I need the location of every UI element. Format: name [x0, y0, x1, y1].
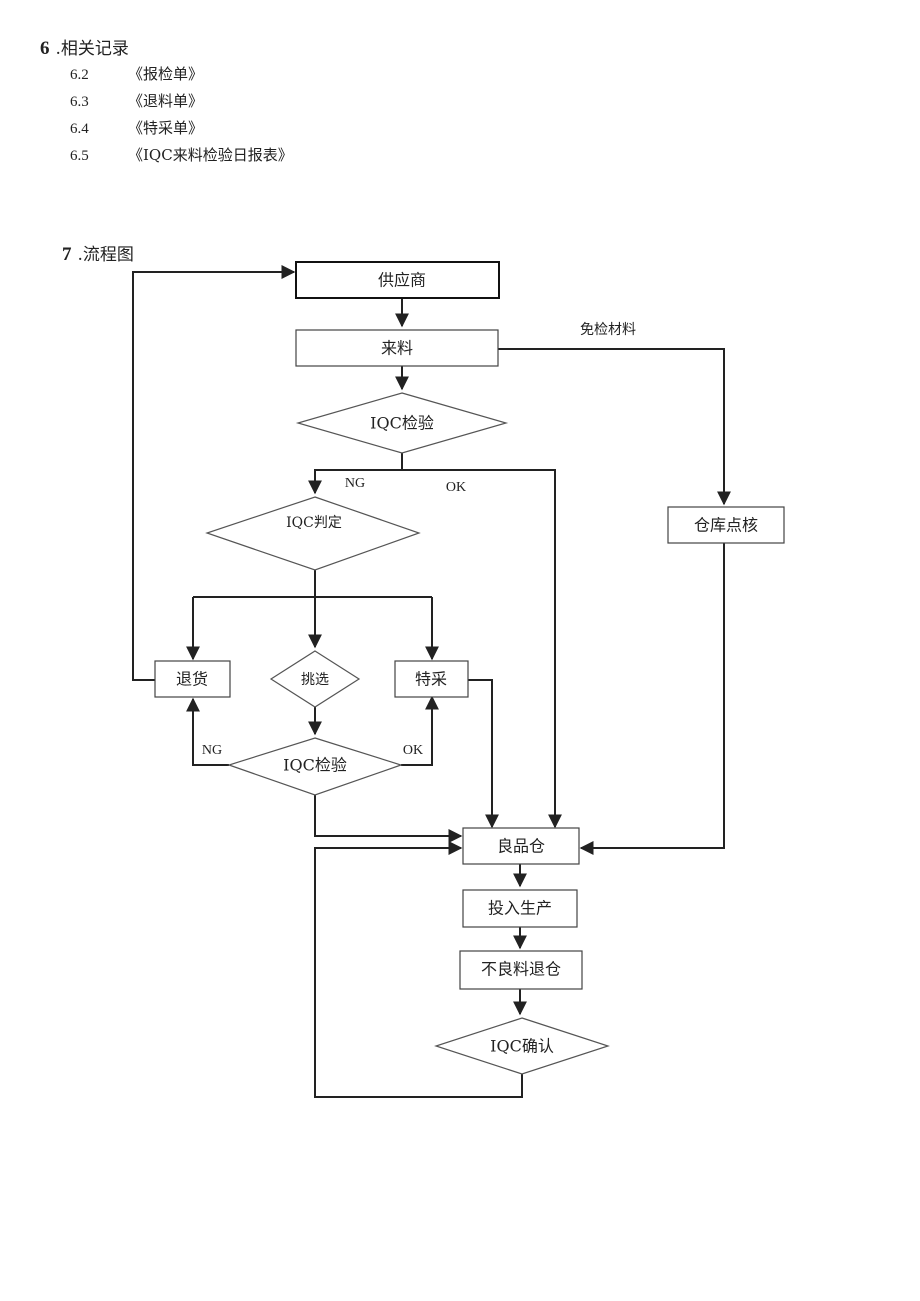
- node-iqc-inspect-2: IQC检验: [227, 737, 403, 796]
- node-good-warehouse-label: 良品仓: [497, 837, 545, 856]
- node-sorting-label: 挑选: [301, 672, 329, 688]
- record-list: 6.2 《报检单》 6.3 《退料单》 6.4 《特采单》 6.5 《IQC来料检验日报…: [70, 61, 293, 169]
- flowchart-connectors: [132, 265, 731, 1098]
- node-supplier-label: 供应商: [378, 271, 426, 290]
- node-iqc-judge-label: IQC判定: [286, 515, 342, 531]
- record-title: 《特采单》: [128, 119, 204, 137]
- arrow-warehouse-check-to-good: [579, 543, 725, 855]
- arrow-ok-to-good-warehouse: [402, 469, 562, 829]
- arrow-special-to-good-warehouse: [468, 679, 499, 829]
- node-special-purchase-label: 特采: [415, 670, 447, 689]
- arrow-exempt-to-warehouse-check: [498, 348, 731, 506]
- record-item: 6.2 《报检单》: [70, 61, 293, 88]
- node-warehouse-check: 仓库点核: [667, 506, 785, 544]
- node-return-goods-label: 退货: [176, 670, 208, 689]
- section-6-heading: 6.相关记录: [40, 34, 129, 60]
- node-iqc-confirm: IQC确认: [434, 1017, 610, 1075]
- arrow-return-to-supplier: [132, 265, 296, 681]
- node-good-warehouse: 良品仓: [462, 827, 580, 865]
- section-7-number: 7: [62, 244, 72, 265]
- edge-label-ok-1: OK: [446, 480, 466, 495]
- node-iqc-inspect-1-label: IQC检验: [370, 414, 434, 433]
- record-item: 6.3 《退料单》: [70, 88, 293, 115]
- record-title: 《报检单》: [128, 65, 204, 83]
- edge-label-ng-2: NG: [202, 743, 222, 758]
- section-7-title: .流程图: [77, 245, 134, 265]
- record-title: 《退料单》: [128, 92, 204, 110]
- node-to-production: 投入生产: [462, 889, 578, 928]
- section-6-title: .相关记录: [55, 39, 129, 59]
- node-sorting: 挑选: [269, 650, 361, 708]
- node-return-goods: 退货: [154, 660, 231, 698]
- section-6-number: 6: [40, 38, 50, 59]
- node-incoming-label: 来料: [381, 339, 413, 358]
- node-supplier: 供应商: [295, 261, 500, 299]
- node-iqc-inspect-2-label: IQC检验: [283, 756, 347, 775]
- node-iqc-confirm-label: IQC确认: [490, 1037, 554, 1056]
- arrow-ng-to-judge: [308, 453, 403, 495]
- record-number: 6.3: [70, 94, 89, 110]
- arrow-inspect-to-good-warehouse: [314, 795, 463, 843]
- node-defect-return-label: 不良料退仓: [481, 960, 561, 979]
- node-incoming: 来料: [295, 329, 499, 367]
- node-iqc-inspect-1: IQC检验: [295, 392, 509, 454]
- node-to-production-label: 投入生产: [488, 899, 552, 918]
- record-item: 6.4 《特采单》: [70, 115, 293, 142]
- arrow-confirm-to-good-warehouse: [314, 841, 523, 1098]
- edge-label-ng-1: NG: [345, 476, 365, 491]
- node-defect-return: 不良料退仓: [459, 950, 583, 990]
- record-title: 《IQC来料检验日报表》: [128, 146, 293, 164]
- arrow-ng-to-return: [186, 697, 229, 766]
- record-number: 6.4: [70, 121, 89, 137]
- record-item: 6.5 《IQC来料检验日报表》: [70, 142, 293, 169]
- record-number: 6.5: [70, 148, 89, 164]
- record-number: 6.2: [70, 67, 89, 83]
- section-7-heading: 7.流程图: [62, 240, 134, 266]
- edge-label-ok-2: OK: [403, 743, 423, 758]
- node-iqc-judge: IQC判定: [205, 496, 421, 571]
- node-special-purchase: 特采: [394, 660, 469, 698]
- node-warehouse-check-label: 仓库点核: [694, 516, 758, 535]
- edge-label-exempt: 免检材料: [580, 322, 636, 338]
- arrow-ok-to-special: [401, 695, 439, 766]
